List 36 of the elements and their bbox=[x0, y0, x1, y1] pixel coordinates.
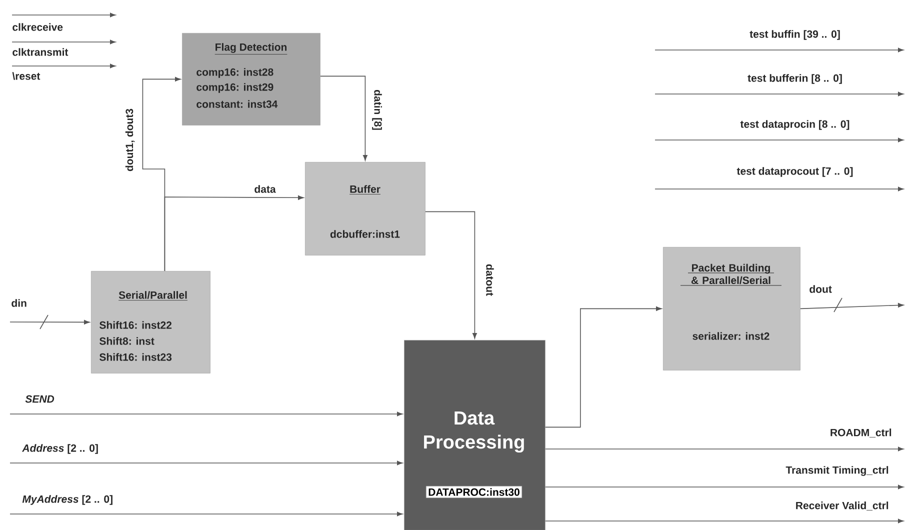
processing-block: Data Processing DATAPROC:inst30 bbox=[404, 340, 546, 530]
signal-name: test dataprocout [7 .. 0] bbox=[736, 167, 853, 177]
arrow bbox=[545, 306, 662, 428]
arrow bbox=[800, 298, 904, 312]
edge-label: dout1, dout3 bbox=[125, 108, 135, 172]
edge-label: data bbox=[254, 185, 276, 193]
arrow bbox=[10, 460, 403, 466]
edge-label: Address [2 .. 0] bbox=[22, 444, 98, 454]
signal-name: \reset bbox=[12, 72, 40, 80]
edge-label: dout bbox=[810, 285, 832, 293]
arrow bbox=[10, 314, 90, 330]
arrow bbox=[320, 76, 368, 161]
signal-name: clkreceive bbox=[12, 23, 63, 31]
edge-label: datout bbox=[486, 264, 494, 296]
arrow bbox=[425, 211, 477, 339]
edge-label: SEND bbox=[25, 395, 54, 403]
arrow bbox=[545, 446, 904, 452]
edge-label: din bbox=[12, 299, 26, 307]
arrow bbox=[164, 195, 304, 272]
arrow bbox=[545, 518, 904, 524]
signal-name: clktransmit bbox=[12, 48, 68, 56]
signal-name: test buffin [39 .. 0] bbox=[750, 30, 840, 40]
edge-label: datin [8] bbox=[372, 90, 382, 130]
function-block: Buffer dcbuffer:inst1 bbox=[305, 162, 426, 256]
arrow bbox=[10, 412, 403, 416]
signal-name: test bufferin [8 .. 0] bbox=[748, 74, 842, 84]
edge-label: Transmit Timing_ctrl bbox=[786, 466, 888, 476]
arrow bbox=[10, 512, 403, 516]
edge-label: MyAddress [2 .. 0] bbox=[22, 495, 112, 505]
function-block: Serial/Parallel Shift16: inst22 Shift8: inst Shift16: inst23 bbox=[91, 271, 210, 374]
arrow bbox=[545, 484, 904, 490]
edge-label: ROADM_ctrl bbox=[830, 428, 892, 438]
signal-name: test dataprocin [8 .. 0] bbox=[740, 120, 850, 130]
function-block: Flag Detection comp16: inst28 comp16: inst29 constant: inst34 bbox=[182, 33, 320, 126]
edge-label: Receiver Valid_ctrl bbox=[796, 502, 888, 510]
function-block: Packet Building & Parallel/Serial serializer: inst2 bbox=[663, 247, 800, 370]
